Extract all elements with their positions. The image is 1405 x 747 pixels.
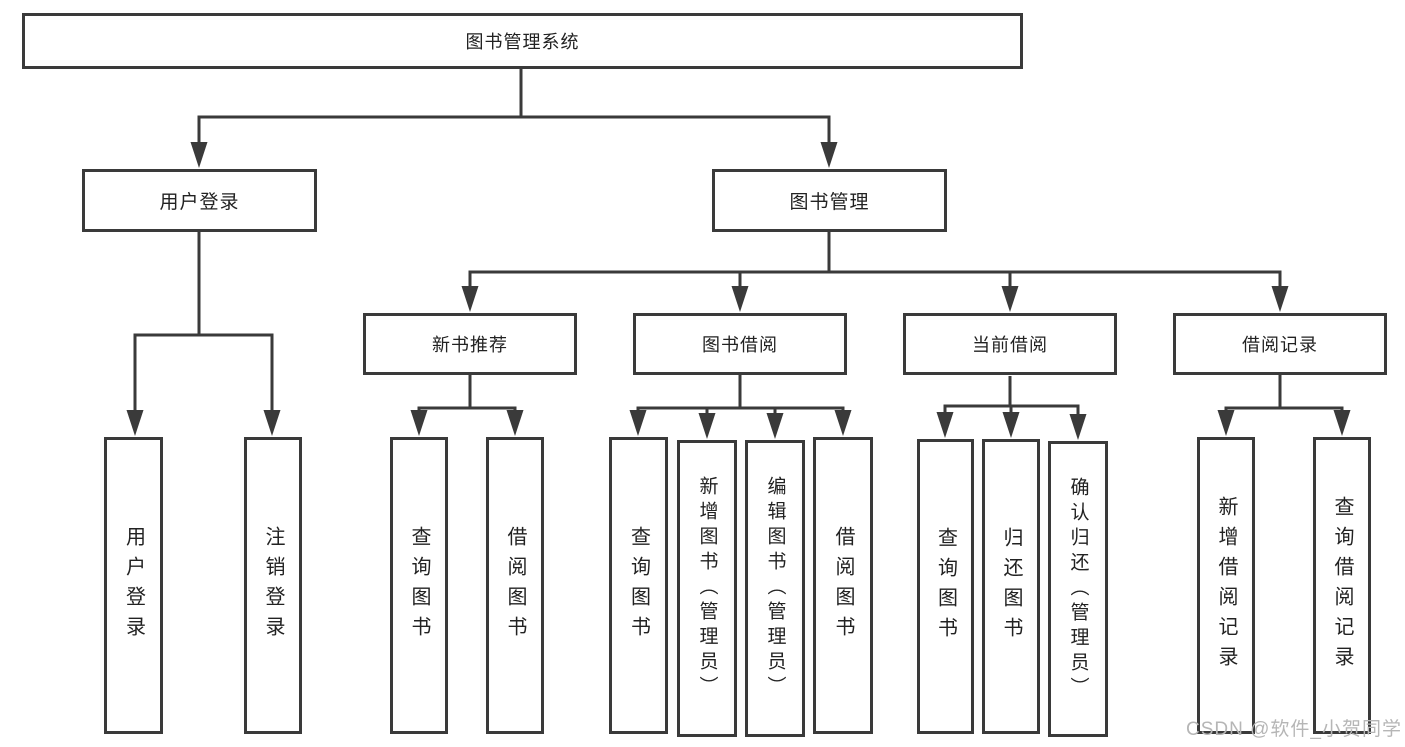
- node-book-borrowing: 图书借阅: [633, 313, 847, 375]
- leaf-label: 注销登录: [262, 525, 284, 646]
- arrowheads: [126, 142, 1351, 440]
- leaf-label: 新增图书（管理员）: [696, 476, 718, 701]
- leaf-add-borrow-record: 新增借阅记录: [1197, 437, 1255, 734]
- leaf-edit-book-admin: 编辑图书（管理员）: [745, 440, 805, 737]
- node-book-management: 图书管理: [712, 169, 947, 232]
- leaf-query-books-borrowing: 查询图书: [609, 437, 668, 734]
- leaf-label: 查询图书: [627, 525, 650, 646]
- leaf-query-borrow-record: 查询借阅记录: [1313, 437, 1371, 734]
- leaf-label: 查询图书: [934, 526, 957, 647]
- leaf-query-books-current: 查询图书: [917, 439, 974, 734]
- node-root: 图书管理系统: [22, 13, 1023, 69]
- leaf-borrow-books-borrowing: 借阅图书: [813, 437, 873, 734]
- leaf-label: 新增借阅记录: [1215, 495, 1237, 676]
- leaf-logout: 注销登录: [244, 437, 302, 734]
- leaf-label: 查询图书: [408, 525, 430, 646]
- leaf-label: 编辑图书（管理员）: [764, 476, 786, 701]
- node-current-borrowing: 当前借阅: [903, 313, 1117, 375]
- leaf-query-books-recommend: 查询图书: [390, 437, 448, 734]
- leaf-confirm-return-admin: 确认归还（管理员）: [1048, 441, 1108, 737]
- leaf-label: 归还图书: [1000, 526, 1022, 647]
- leaf-add-book-admin: 新增图书（管理员）: [677, 440, 737, 737]
- csdn-watermark: CSDN @软件_小贺同学: [1186, 719, 1402, 740]
- node-new-book-recommendation: 新书推荐: [363, 313, 577, 375]
- leaf-borrow-books-recommend: 借阅图书: [486, 437, 544, 734]
- leaf-label: 查询借阅记录: [1331, 495, 1353, 676]
- leaf-user-login: 用户登录: [104, 437, 163, 734]
- leaf-label: 借阅图书: [504, 525, 526, 646]
- leaf-label: 确认归还（管理员）: [1067, 476, 1089, 702]
- leaf-return-books: 归还图书: [982, 439, 1040, 734]
- leaf-label: 用户登录: [122, 525, 145, 646]
- node-borrowing-records: 借阅记录: [1173, 313, 1387, 375]
- node-user-login: 用户登录: [82, 169, 317, 232]
- leaf-label: 借阅图书: [832, 525, 854, 646]
